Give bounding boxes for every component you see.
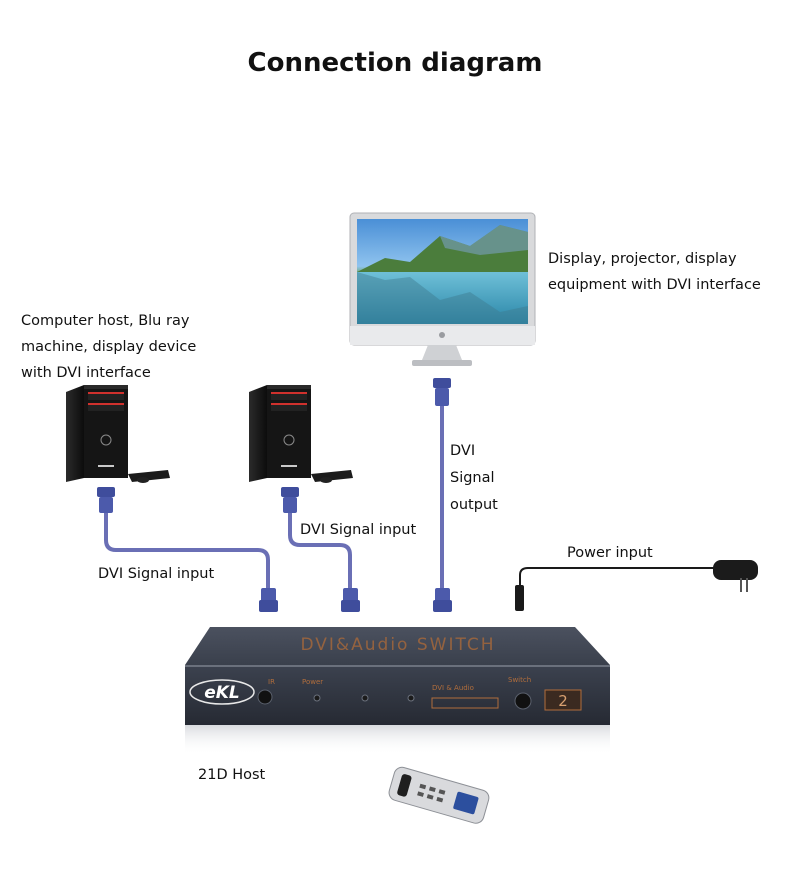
display-label-line2: equipment with DVI interface [548, 277, 761, 293]
source-label-line2: machine, display device [21, 339, 197, 355]
panel-label-ir: IR [268, 678, 275, 686]
dvi-cables [104, 403, 444, 590]
source-label-line1: Computer host, Blu ray [21, 313, 190, 329]
display-label-line1: Display, projector, display [548, 251, 737, 267]
power-cable [519, 567, 715, 588]
pc-tower-left [66, 385, 170, 483]
dvi-connectors [97, 378, 524, 612]
dvi-switch-device: DVI&Audio SWITCH eKL IR Power DVI & Audi… [185, 627, 610, 755]
diagram-title: Connection diagram [247, 48, 543, 78]
device-logo: eKL [204, 683, 240, 703]
source-label-line3: with DVI interface [21, 365, 151, 381]
host-label: 21D Host [198, 767, 266, 783]
cable-right-input [288, 510, 352, 590]
dvi-output-line1: DVI [450, 443, 476, 459]
dvi-output-label: DVI Signal output [450, 438, 498, 519]
display-label: Display, projector, display equipment wi… [548, 246, 761, 298]
source-label: Computer host, Blu ray machine, display … [21, 308, 196, 386]
panel-label-switch: Switch [508, 676, 531, 684]
panel-label-dvi-audio: DVI & Audio [432, 684, 474, 692]
dvi-output-line2: Signal [450, 470, 495, 486]
dvi-input-label-right: DVI Signal input [300, 522, 417, 538]
dvi-output-line3: output [450, 497, 498, 513]
power-adapter [713, 560, 758, 592]
panel-label-power: Power [302, 678, 323, 686]
monitor [349, 212, 536, 366]
power-input-label: Power input [567, 545, 653, 561]
dvi-input-label-left: DVI Signal input [98, 566, 215, 582]
port-badge: 2 [558, 692, 568, 710]
cable-left-input [104, 510, 270, 590]
remote-control [388, 766, 490, 824]
device-top-text: DVI&Audio SWITCH [300, 635, 495, 655]
pc-tower-right [249, 385, 353, 483]
